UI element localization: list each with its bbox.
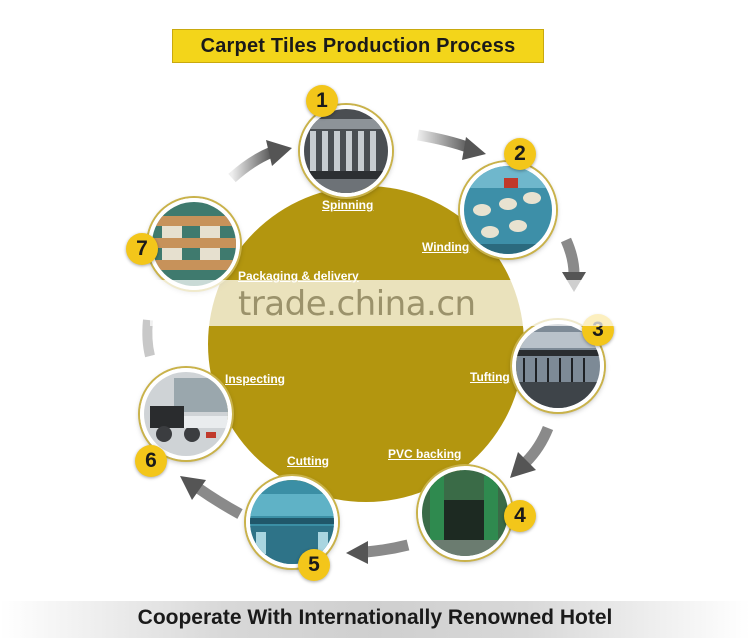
- photo-cutting: [246, 476, 338, 568]
- step-label-tufting: Tufting: [470, 370, 510, 384]
- arrow-6-to-7: [142, 319, 155, 358]
- step-number-5: 5: [298, 549, 330, 581]
- step-number-2: 2: [504, 138, 536, 170]
- step-label-winding: Winding: [422, 240, 470, 254]
- step-number-4: 4: [504, 500, 536, 532]
- photo-spinning: [300, 105, 392, 197]
- photo-packaging: [148, 198, 240, 290]
- step-label-spinning: Spinning: [322, 198, 374, 212]
- arrow-1-to-2: [417, 129, 486, 160]
- step-number-6: 6: [135, 445, 167, 477]
- step-label-inspecting: Inspecting: [225, 372, 286, 386]
- arrow-3-to-4: [510, 425, 554, 478]
- photo-inspecting: [140, 368, 232, 460]
- step-label-cutting: Cutting: [287, 454, 329, 468]
- arrow-7-to-1: [228, 140, 292, 183]
- arrow-4-to-5: [346, 539, 410, 564]
- footer-text: Cooperate With Internationally Renowned …: [137, 606, 613, 629]
- step-label-packaging: Packaging & delivery: [238, 269, 359, 283]
- page-title: Carpet Tiles Production Process: [172, 29, 544, 63]
- watermark-text: trade.china.cn: [238, 284, 476, 324]
- step-label-pvc-backing: PVC backing: [388, 447, 462, 461]
- watermark-band: [150, 280, 620, 326]
- photo-winding: [460, 162, 556, 258]
- footer-band: [0, 601, 750, 638]
- step-number-7: 7: [126, 233, 158, 265]
- photo-pvc-backing: [418, 466, 512, 560]
- step-number-1: 1: [306, 85, 338, 117]
- arrow-5-to-6: [180, 476, 243, 519]
